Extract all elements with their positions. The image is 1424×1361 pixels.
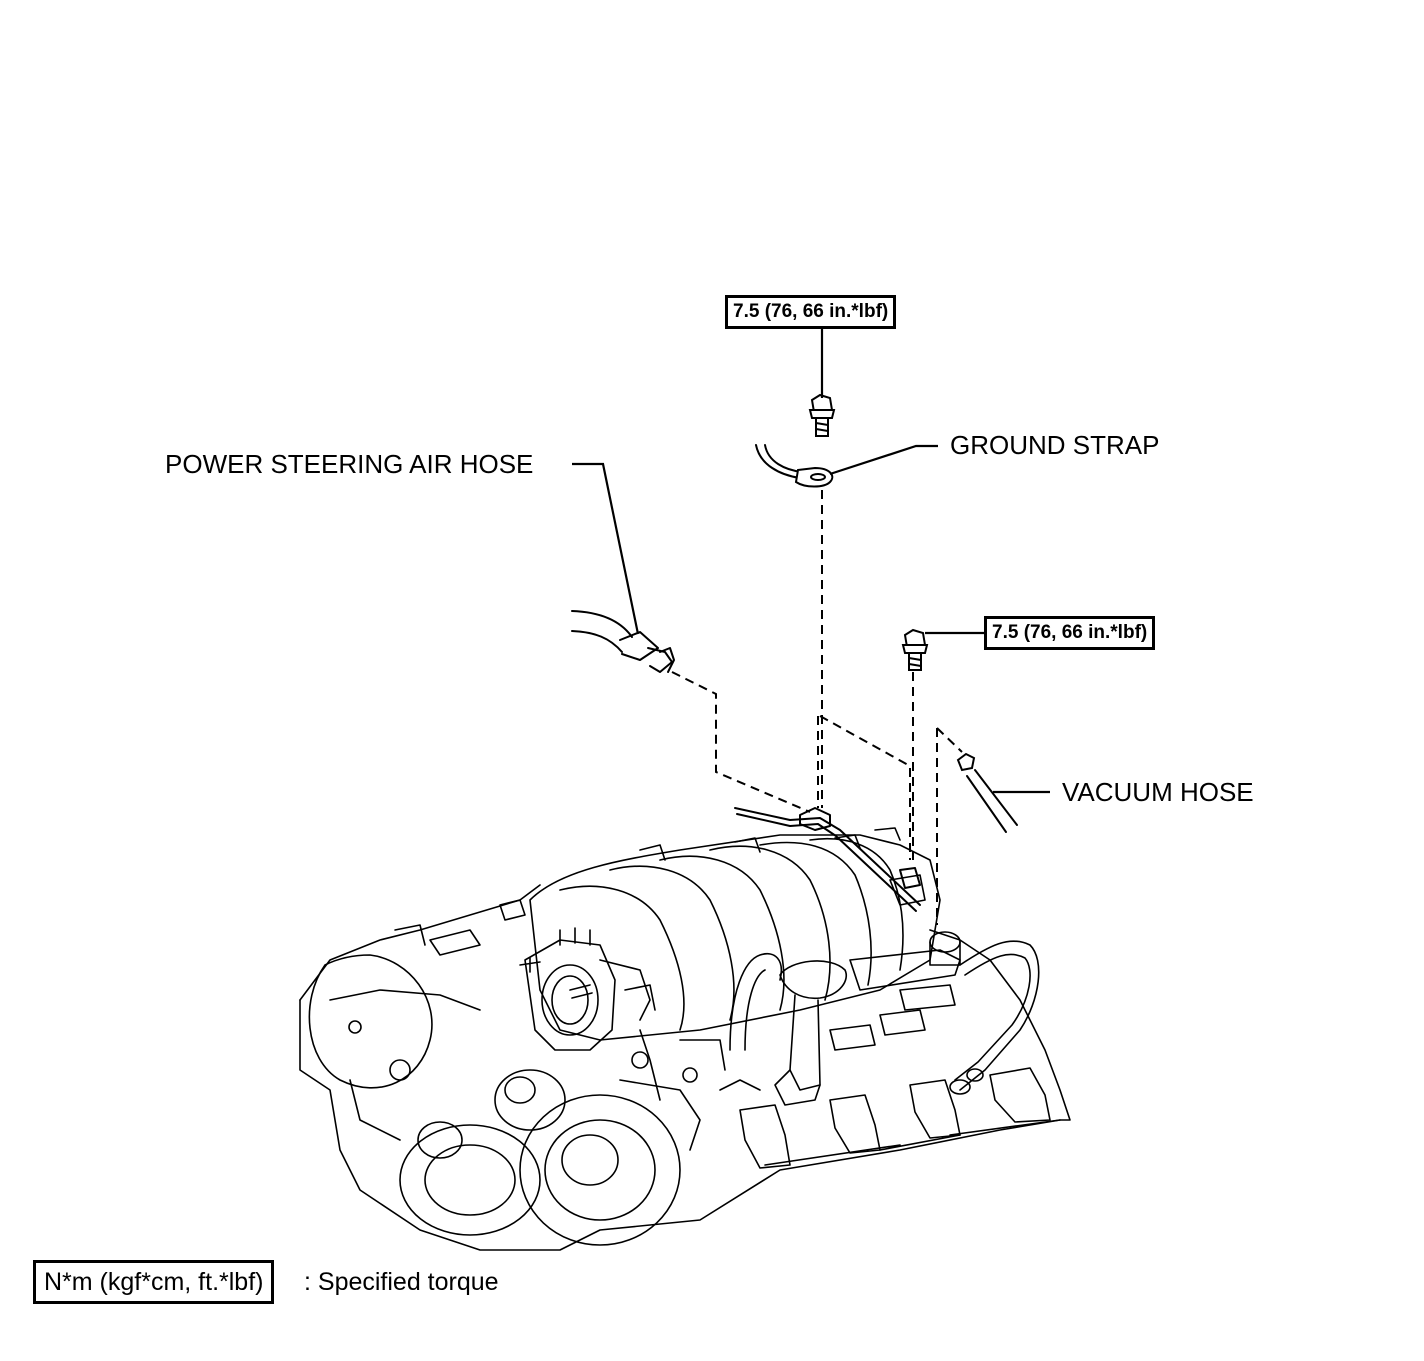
vacuum-hose [956, 752, 1018, 833]
install-lines [671, 490, 963, 925]
torque-spec-top: 7.5 (76, 66 in.*lbf) [725, 295, 897, 329]
power-steering-air-hose [571, 610, 675, 673]
top-bolt [808, 393, 836, 437]
bracket-pipe [734, 807, 921, 912]
ground-strap [755, 444, 834, 488]
torque-spec-right: 7.5 (76, 66 in.*lbf) [984, 616, 1156, 650]
legend-unit-box: N*m (kgf*cm, ft.*lbf) [33, 1260, 275, 1304]
leader-lines [572, 327, 1050, 794]
label-vacuum-hose: VACUUM HOSE [1062, 777, 1254, 807]
legend-description: : Specified torque [304, 1268, 499, 1296]
engine-assembly [299, 827, 1071, 1251]
label-power-steering-air-hose: POWER STEERING AIR HOSE [165, 449, 534, 479]
right-bolt [901, 628, 929, 671]
label-ground-strap: GROUND STRAP [950, 430, 1160, 460]
